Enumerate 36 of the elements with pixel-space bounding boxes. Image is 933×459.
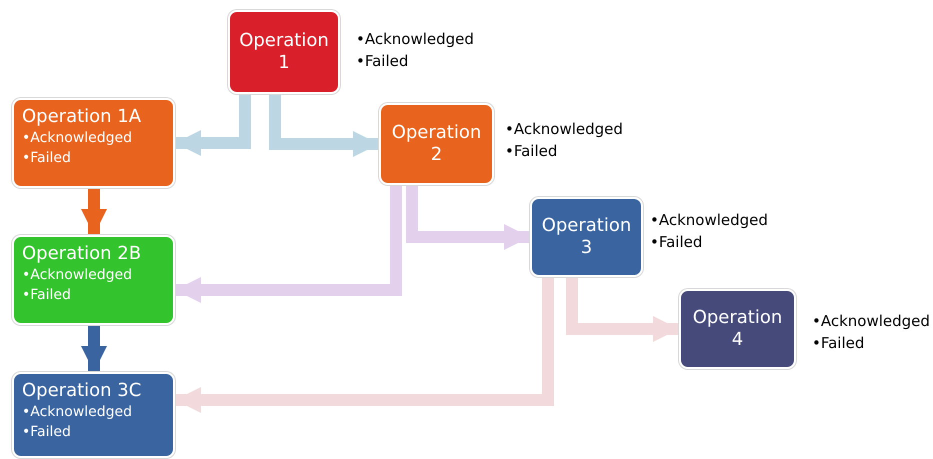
bullet-item: •Acknowledged <box>812 311 930 332</box>
arrow <box>269 94 379 157</box>
node-title: Operation 2 <box>390 122 482 166</box>
process-box <box>679 289 796 369</box>
bullet-item: •Acknowledged <box>22 129 134 148</box>
arrow <box>175 94 251 156</box>
arrow <box>81 325 107 372</box>
arrow <box>175 185 402 303</box>
arrow <box>406 185 530 250</box>
process-box <box>12 235 175 325</box>
bullet-item: •Failed <box>650 232 704 253</box>
bullet-item: •Acknowledged <box>505 119 623 140</box>
bullet-item: •Failed <box>356 51 410 72</box>
bullet-item: •Acknowledged <box>22 266 134 285</box>
bullet-item: •Failed <box>505 141 558 162</box>
bullet-item: •Acknowledged <box>22 403 134 422</box>
node-title: Operation 1A <box>22 106 142 128</box>
process-box <box>12 372 175 458</box>
node-title: Operation 1 <box>238 30 330 74</box>
bullet-item: •Failed <box>812 333 866 354</box>
node-title: Operation 4 <box>692 307 784 351</box>
node-title: Operation 2B <box>22 243 142 265</box>
arrow <box>566 277 679 342</box>
arrow <box>81 188 107 235</box>
node-title: Operation 3 <box>540 215 632 259</box>
bullet-item: •Failed <box>22 423 72 442</box>
bullet-item: •Failed <box>22 149 72 168</box>
arrow <box>175 277 554 413</box>
bullet-item: •Acknowledged <box>356 29 474 50</box>
process-box <box>530 197 643 277</box>
process-box <box>379 103 494 185</box>
process-box <box>228 10 340 94</box>
bullet-item: •Failed <box>22 286 72 305</box>
node-title: Operation 3C <box>22 380 142 402</box>
bullet-item: •Acknowledged <box>650 210 768 231</box>
process-box <box>12 98 175 188</box>
